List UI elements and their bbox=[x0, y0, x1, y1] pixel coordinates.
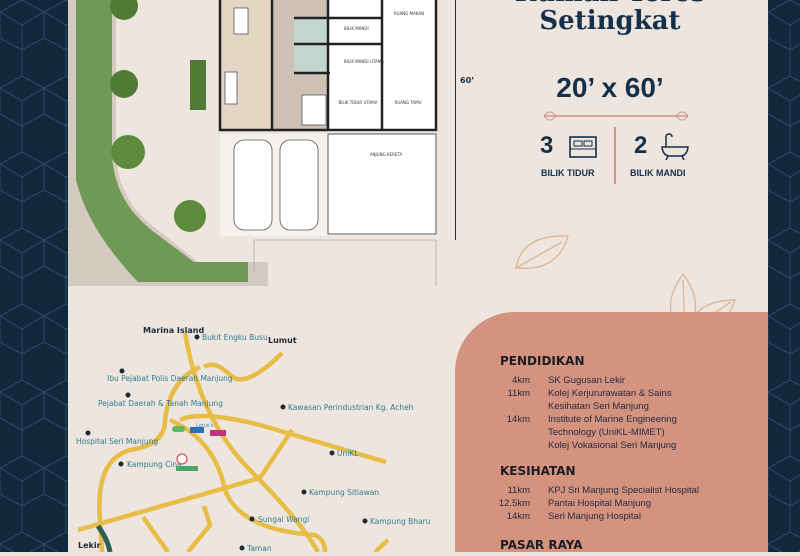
room-label: BILIK MANDI bbox=[344, 26, 369, 31]
section-heading: KESIHATAN bbox=[500, 464, 576, 478]
bathtub-icon bbox=[661, 133, 689, 161]
section-heading: PENDIDIKAN bbox=[500, 354, 585, 368]
dimension-label: 60’ bbox=[460, 76, 475, 85]
location-map: Marina Island Lumut Lekir Bukit Engku Bu… bbox=[76, 326, 431, 552]
map-brand-lotus: Lotus's bbox=[196, 423, 214, 429]
map-place: Bukit Engku Busu bbox=[202, 333, 268, 342]
store-logo bbox=[176, 453, 188, 465]
map-label-marina: Marina Island bbox=[143, 326, 205, 335]
store-logo bbox=[210, 430, 226, 436]
bathroom-label: BILIK MANDI bbox=[630, 168, 686, 178]
map-label-lekir: Lekir bbox=[78, 541, 101, 550]
map-place: Sungai Wangi bbox=[258, 515, 309, 524]
bathroom-count: 2 bbox=[634, 132, 648, 159]
map-place: Kawasan Perindustrian Kg. Acheh bbox=[288, 403, 414, 412]
left-decorative-border bbox=[0, 0, 68, 552]
section-heading: PASAR RAYA bbox=[500, 538, 583, 552]
map-label-lumut: Lumut bbox=[268, 336, 297, 345]
title-line-2: Setingkat bbox=[539, 6, 681, 36]
map-place: UniKL bbox=[337, 449, 359, 458]
store-logo bbox=[190, 427, 204, 433]
map-place: Taman bbox=[246, 544, 272, 552]
store-logo bbox=[172, 426, 185, 432]
leaf-decoration bbox=[669, 272, 736, 337]
title-line-1: Rumah Teres bbox=[470, 0, 750, 8]
room-label: RUANG MAKAN bbox=[394, 11, 424, 16]
map-place: Ibu Pejabat Polis Daerah Manjung bbox=[107, 374, 233, 383]
right-decorative-border bbox=[768, 0, 800, 552]
map-place: Hospital Seri Manjung bbox=[76, 437, 158, 446]
map-place: Kampung Bharu bbox=[370, 517, 431, 526]
room-label: BILIK TIDUR UTAMA bbox=[339, 100, 378, 105]
lot-size: 20’ x 60’ bbox=[556, 72, 664, 103]
decorative-divider bbox=[543, 111, 689, 121]
divider bbox=[614, 127, 616, 184]
map-place: Kampung Cina bbox=[127, 460, 182, 469]
room-label: RUANG TAMU bbox=[394, 100, 421, 105]
room-label: ANJUNG KERETA bbox=[370, 152, 403, 157]
bedroom-label: BILIK TIDUR bbox=[541, 168, 595, 178]
bedroom-count: 3 bbox=[540, 132, 554, 159]
map-place: Kampung Sitiawan bbox=[309, 488, 379, 497]
dimension-line bbox=[455, 0, 456, 240]
map-place: Pejabat Daerah & Tanah Manjung bbox=[98, 399, 223, 408]
floor-plan: RUANG MAKAN BILIK MANDI BILIK MANDI UTAM… bbox=[68, 0, 438, 286]
bed-icon bbox=[569, 136, 597, 158]
store-logo bbox=[176, 466, 198, 471]
room-label: BILIK MANDI UTAMA bbox=[344, 59, 384, 64]
leaf-decoration bbox=[515, 235, 569, 269]
